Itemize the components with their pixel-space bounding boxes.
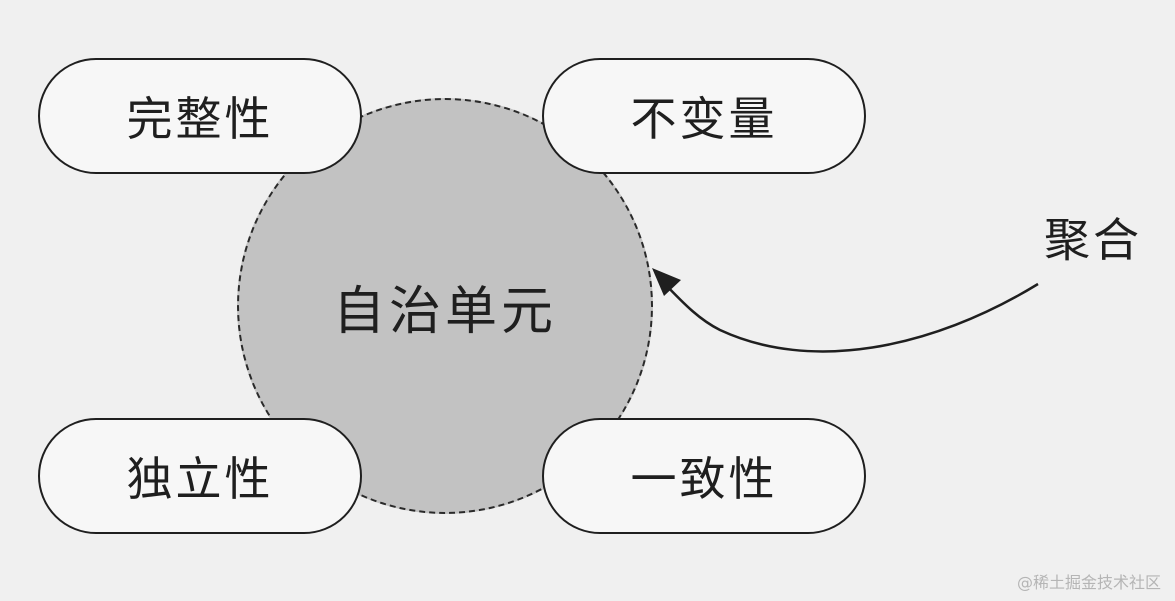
pill-consistency: 一致性 [542,418,866,534]
watermark: @稀土掘金技术社区 [1016,573,1161,592]
pill-invariant: 不变量 [542,58,866,174]
center-label: 自治单元 [332,281,557,342]
arrowhead-icon [652,268,681,296]
pill-independence: 独立性 [38,418,362,534]
pill-completeness: 完整性 [38,58,362,174]
arrow-curve [663,282,1039,353]
aggregation-label: 聚合 [1044,213,1142,267]
